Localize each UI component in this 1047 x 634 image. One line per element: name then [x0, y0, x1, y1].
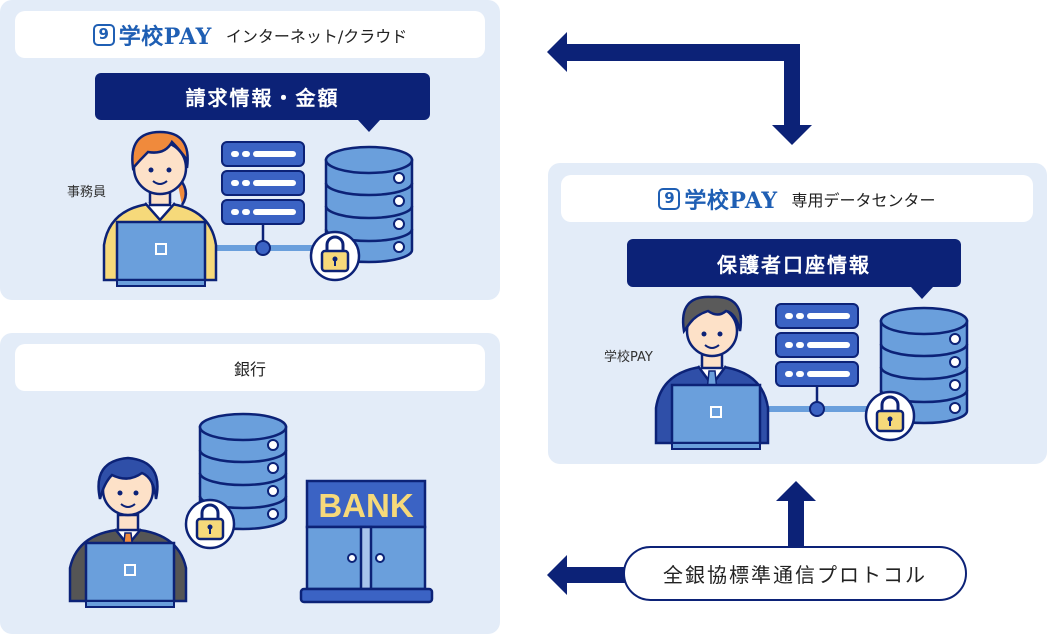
bank-panel-header: 銀行 — [15, 344, 485, 391]
server-rack-icon — [221, 141, 305, 256]
database-icon — [198, 412, 288, 531]
datacenter-illustration — [654, 295, 969, 450]
laptop-icon — [115, 220, 207, 287]
bank-illustration: BANK — [68, 412, 434, 608]
lock-icon — [309, 230, 361, 282]
datacenter-panel-header: 9 学校PAY 専用データセンター — [561, 175, 1033, 222]
clerk-label: 事務員 — [67, 185, 107, 200]
lock-icon — [184, 498, 236, 550]
logo-text: 学校PAY — [684, 187, 778, 214]
logo-text: 学校PAY — [118, 23, 212, 50]
bank-sign-text: BANK — [318, 487, 413, 524]
lock-icon — [864, 390, 916, 442]
protocol-label: 全銀協標準通信プロトコル — [623, 546, 967, 601]
logo-mark-icon: 9 — [658, 187, 681, 210]
bank-building-icon — [299, 479, 434, 604]
gakkou-pay-logo: 9 学校PAY — [92, 19, 212, 51]
top-connection-arrow — [547, 32, 812, 145]
billing-info-banner: 請求情報・金額 — [95, 73, 430, 120]
banner-pointer — [358, 120, 380, 132]
bank-panel-title: 銀行 — [233, 359, 266, 379]
arrow-left — [547, 555, 640, 595]
laptop-icon — [84, 541, 176, 608]
server-rack-icon — [775, 303, 859, 417]
datacenter-panel-subtitle: 専用データセンター — [791, 190, 936, 210]
gakkou-pay-logo: 9 学校PAY — [658, 183, 777, 215]
cloud-panel-subtitle: インターネット/クラウド — [225, 26, 408, 46]
guardian-account-banner: 保護者口座情報 — [627, 239, 961, 287]
cloud-illustration — [102, 130, 414, 287]
arrow-head-left — [547, 32, 812, 145]
banner-pointer — [911, 287, 933, 299]
laptop-icon — [670, 383, 762, 450]
arrow-up — [776, 481, 816, 555]
gakkou-pay-staff-label: 学校PAY — [604, 350, 653, 365]
logo-mark-icon: 9 — [92, 23, 115, 46]
bottom-connection-arrows — [547, 481, 816, 595]
cloud-panel-header: 9 学校PAY インターネット/クラウド — [15, 11, 485, 58]
